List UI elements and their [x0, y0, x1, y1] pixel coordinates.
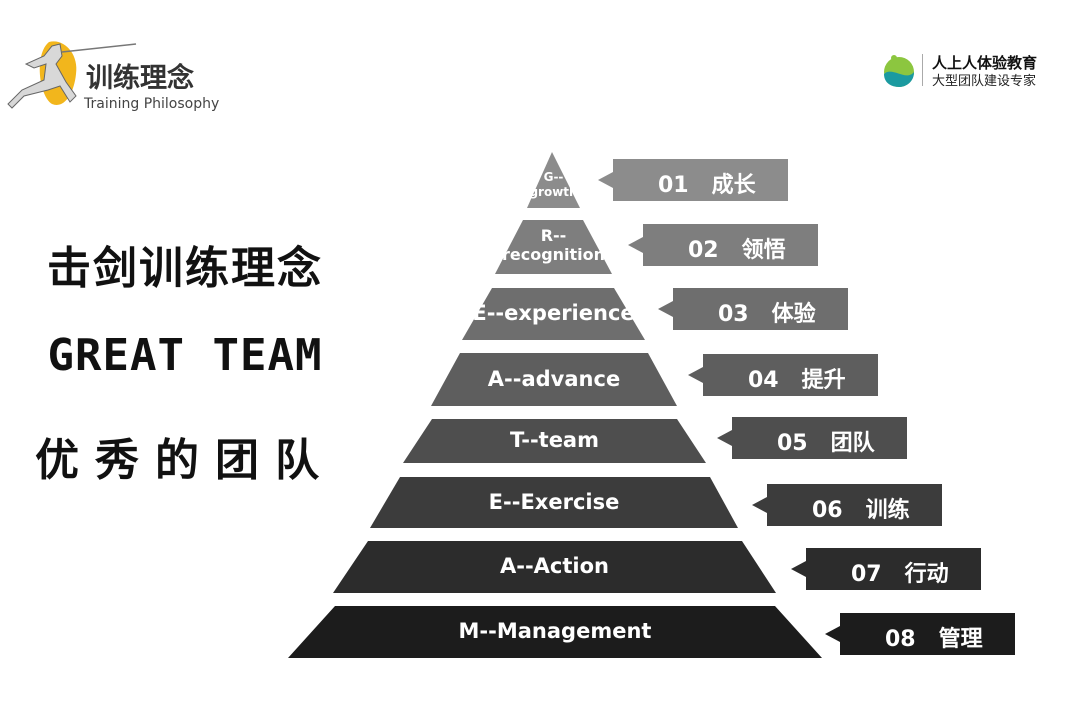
fencer-logo-icon	[7, 41, 137, 109]
callout-arrow	[825, 613, 1015, 655]
pyramid-layer-label: E--Exercise	[488, 489, 620, 514]
pyramid-layer	[462, 288, 645, 340]
pyramid-layer-label: T--team	[509, 428, 599, 452]
layer-word: growth	[529, 185, 578, 199]
callout-label: 06 训练	[812, 498, 910, 523]
callout-label: 05 团队	[777, 431, 875, 456]
pyramid-layer-label: A--Action	[500, 554, 609, 578]
pyramid-layer	[288, 606, 822, 658]
callout-label: 04 提升	[748, 368, 846, 393]
layer-letter: R--	[540, 226, 567, 245]
pyramid-layer	[333, 541, 776, 593]
brand-name: 人上人体验教育	[932, 54, 1038, 72]
callout-arrow	[628, 224, 818, 266]
great-team-title: GREAT TEAM	[47, 330, 323, 381]
callout-label: 01 成长	[658, 173, 756, 198]
pyramid-layer-label: M--Management	[458, 619, 652, 643]
callout-arrow	[658, 288, 848, 330]
brand-tagline: 大型团队建设专家	[932, 74, 1037, 89]
main-title: 击剑训练理念	[47, 243, 323, 294]
pyramid-layer-label: A--advance	[487, 366, 621, 391]
callout-label: 08 管理	[885, 627, 983, 652]
callout-arrow	[752, 484, 942, 526]
layer-letter: G--	[543, 170, 564, 184]
pyramid-layer	[495, 220, 612, 274]
callout-label: 07 行动	[851, 562, 949, 587]
callout-arrow	[688, 354, 878, 396]
logo-subtitle: Training Philosophy	[84, 96, 220, 112]
callout-arrow	[717, 417, 907, 459]
pyramid-layer-label: R--recognition	[474, 226, 634, 264]
brand-logo-icon	[884, 55, 914, 87]
pyramid-layer	[403, 419, 706, 463]
callout-label: 02 领悟	[688, 238, 786, 263]
pyramid-layer-label: G--growth	[474, 170, 634, 200]
pyramid-layer	[527, 152, 580, 208]
callout-arrow	[791, 548, 981, 590]
pyramid-layer	[370, 477, 738, 528]
slogan: 优秀的团队	[35, 435, 335, 486]
brand-divider	[922, 54, 923, 86]
pyramid-layer-label: E--experience	[472, 301, 635, 325]
callout-arrow	[598, 159, 788, 201]
logo-title: 训练理念	[86, 63, 194, 94]
callout-label: 03 体验	[718, 302, 816, 327]
layer-word: recognition	[501, 245, 606, 264]
pyramid-layer	[431, 353, 677, 406]
